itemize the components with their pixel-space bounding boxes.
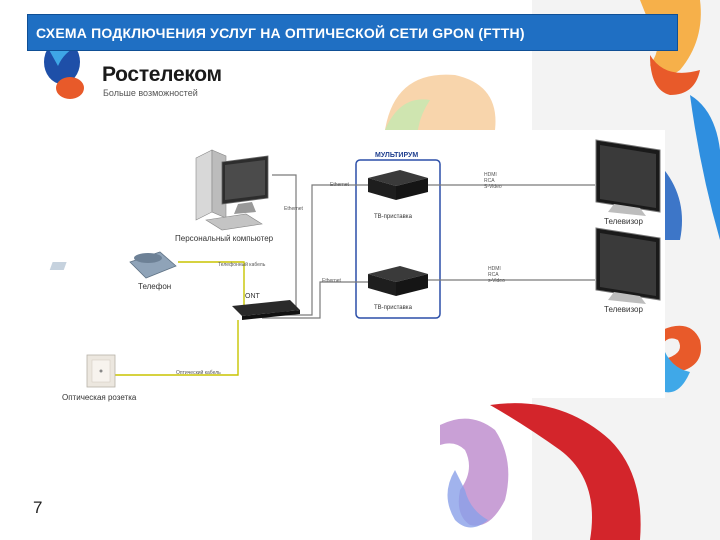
- tv-1-icon: [595, 139, 661, 216]
- page-number: 7: [33, 498, 43, 517]
- phone-cable-line: [115, 261, 245, 376]
- tv-2-label: Телевизор: [604, 305, 643, 314]
- port-label: HDMI: [484, 172, 497, 178]
- ethernet-cables: [262, 174, 595, 319]
- phone-label: Телефон: [138, 282, 172, 291]
- logo-tagline: Больше возможностей: [103, 88, 198, 98]
- port-label: RCA: [484, 178, 495, 184]
- deco-swirl-top: [385, 74, 496, 130]
- optical-cable-label: Оптический кабель: [176, 370, 221, 376]
- deco-swirl-bottom: [440, 403, 641, 540]
- socket-label: Оптическая розетка: [62, 393, 137, 402]
- tv-2-ports: HDMI RCA s-Video: [488, 266, 505, 284]
- phone-icon: [49, 251, 177, 279]
- pc-icon: [195, 149, 269, 231]
- ont-device-icon: [232, 300, 300, 320]
- deco-swirl-right-mid: [530, 130, 701, 393]
- ont-label: ONT: [245, 293, 260, 300]
- port-label: HDMI: [488, 266, 501, 272]
- tv-1-label: Телевизор: [604, 217, 643, 226]
- logo-name: Ростелеком: [102, 63, 222, 86]
- ethernet-label-stb2: Ethernet: [322, 278, 341, 284]
- pc-label: Персональный компьютер: [175, 234, 274, 243]
- logo-swirl-icon: [44, 40, 84, 99]
- port-label: RCA: [488, 272, 499, 278]
- multiroom-label: МУЛЬТИРУМ: [375, 152, 419, 159]
- stb-2-label: ТВ-приставка: [374, 305, 412, 311]
- port-label: s-Video: [488, 278, 505, 284]
- optical-socket-icon: [86, 354, 116, 388]
- tv-1-ports: HDMI RCA S-Video: [484, 172, 502, 190]
- phone-cable-label: Телефонный кабель: [218, 262, 266, 268]
- stb-1-icon: [368, 170, 428, 200]
- stb-2-icon: [368, 266, 428, 296]
- port-label: S-Video: [484, 184, 502, 190]
- slide-title: СХЕМА ПОДКЛЮЧЕНИЯ УСЛУГ НА ОПТИЧЕСКОЙ СЕ…: [36, 24, 525, 41]
- ethernet-label-stb1: Ethernet: [330, 182, 349, 188]
- multiroom-frame: [355, 159, 441, 319]
- tv-2-icon: [595, 227, 661, 304]
- ethernet-label-pc: Ethernet: [284, 206, 303, 212]
- stb-1-label: ТВ-приставка: [374, 214, 412, 220]
- title-bar: СХЕМА ПОДКЛЮЧЕНИЯ УСЛУГ НА ОПТИЧЕСКОЙ СЕ…: [27, 14, 678, 51]
